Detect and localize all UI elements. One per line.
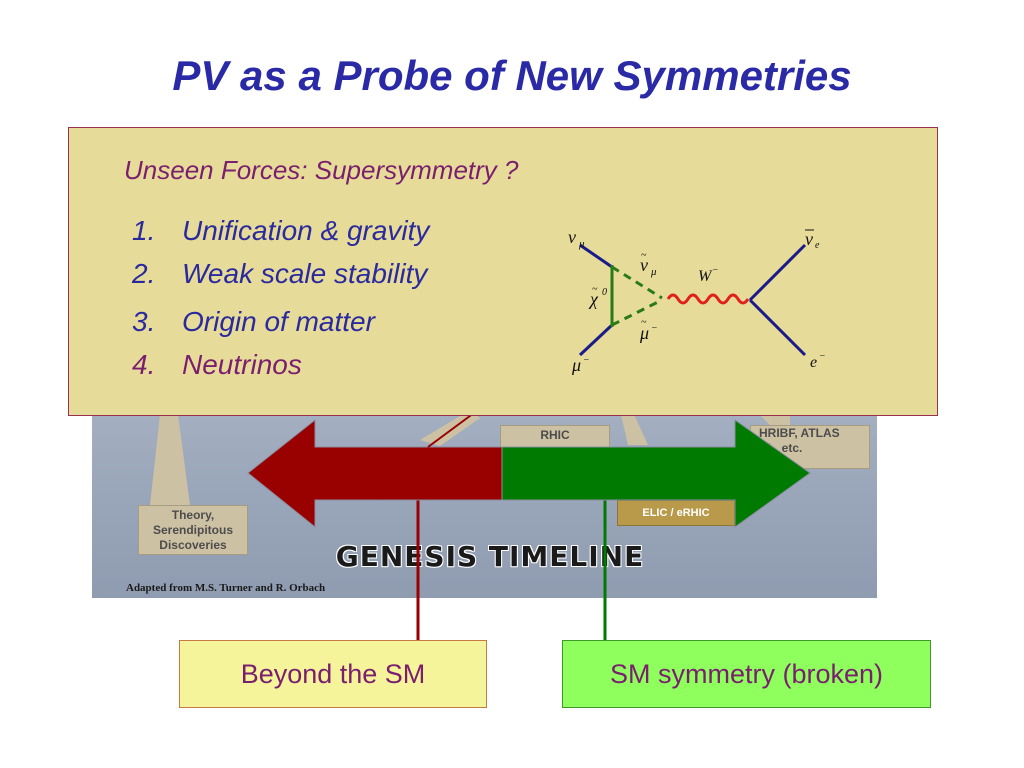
timeline-theory-line: Serendipitous xyxy=(152,523,233,537)
timeline-theory-box: Theory, Serendipitous Discoveries xyxy=(138,505,248,555)
label-chi0: χ xyxy=(588,289,599,309)
label-w-minus: W xyxy=(698,268,713,285)
genesis-timeline-heading: GENESIS TIMELINE xyxy=(335,540,645,573)
label-minus: − xyxy=(819,351,826,362)
e-line xyxy=(748,298,807,357)
list-number: 2. xyxy=(132,258,156,289)
label-snu-mu-sub: μ xyxy=(650,266,657,278)
smuon-line xyxy=(611,298,663,327)
bsm-arrow xyxy=(247,418,503,529)
timeline-theory-pointer xyxy=(150,415,190,505)
label-nubar-e: ν xyxy=(805,229,813,249)
timeline-credit: Adapted from M.S. Turner and R. Orbach xyxy=(126,582,326,594)
list-text: Neutrinos xyxy=(182,349,302,380)
label-smu-minus: μ xyxy=(639,323,649,343)
w-boson-line xyxy=(666,293,750,305)
list-number: 3. xyxy=(132,306,156,337)
label-tilde: ~ xyxy=(592,284,598,295)
label-tilde: ~ xyxy=(641,317,647,328)
feynman-diagram: ν μ μ − χ ~ 0 ν ~ μ μ ~ − W − ν e e − xyxy=(568,227,826,375)
list-item: 2. Weak scale stability xyxy=(132,258,427,290)
mu-line xyxy=(578,323,614,357)
list-item: 4. Neutrinos xyxy=(132,349,302,381)
nu-mu-line xyxy=(579,243,613,269)
timeline-elic-box: ELIC / eRHIC xyxy=(617,500,735,526)
sm-symmetry-label: SM symmetry (broken) xyxy=(562,640,931,708)
list-number: 4. xyxy=(132,349,156,380)
label-e-sub: e xyxy=(815,240,820,251)
supersymmetry-box xyxy=(68,127,938,416)
nubar-e-line xyxy=(748,243,807,302)
label-minus: − xyxy=(712,265,719,276)
list-text: Origin of matter xyxy=(182,306,375,337)
sm-arrow xyxy=(501,419,811,528)
list-item: 3. Origin of matter xyxy=(132,306,375,338)
label-nu-mu: ν xyxy=(568,227,576,247)
label-tilde: ~ xyxy=(641,250,647,261)
beyond-sm-label: Beyond the SM xyxy=(179,640,487,708)
list-number: 1. xyxy=(132,215,156,246)
sneutrino-line xyxy=(611,265,663,300)
label-minus: − xyxy=(583,355,590,366)
list-text: Unification & gravity xyxy=(182,215,430,246)
box-subtitle: Unseen Forces: Supersymmetry ? xyxy=(124,155,519,185)
slide-title: PV as a Probe of New Symmetries xyxy=(172,52,852,99)
list-text: Weak scale stability xyxy=(182,258,428,289)
timeline-theory-line: Theory, xyxy=(171,508,215,522)
label-zero: 0 xyxy=(602,287,607,298)
list-item: 1. Unification & gravity xyxy=(132,215,429,247)
timeline-theory-line: Discoveries xyxy=(159,538,227,552)
label-snu-mu: ν xyxy=(640,255,648,275)
label-e-minus: e xyxy=(810,354,817,371)
timeline-pointer xyxy=(620,410,648,445)
label-minus: − xyxy=(651,323,658,334)
timeline-hribf-line: HRIBF, ATLAS xyxy=(759,426,840,440)
label-nu-mu-sub: μ xyxy=(578,238,585,250)
label-mu-minus: μ xyxy=(571,355,581,375)
